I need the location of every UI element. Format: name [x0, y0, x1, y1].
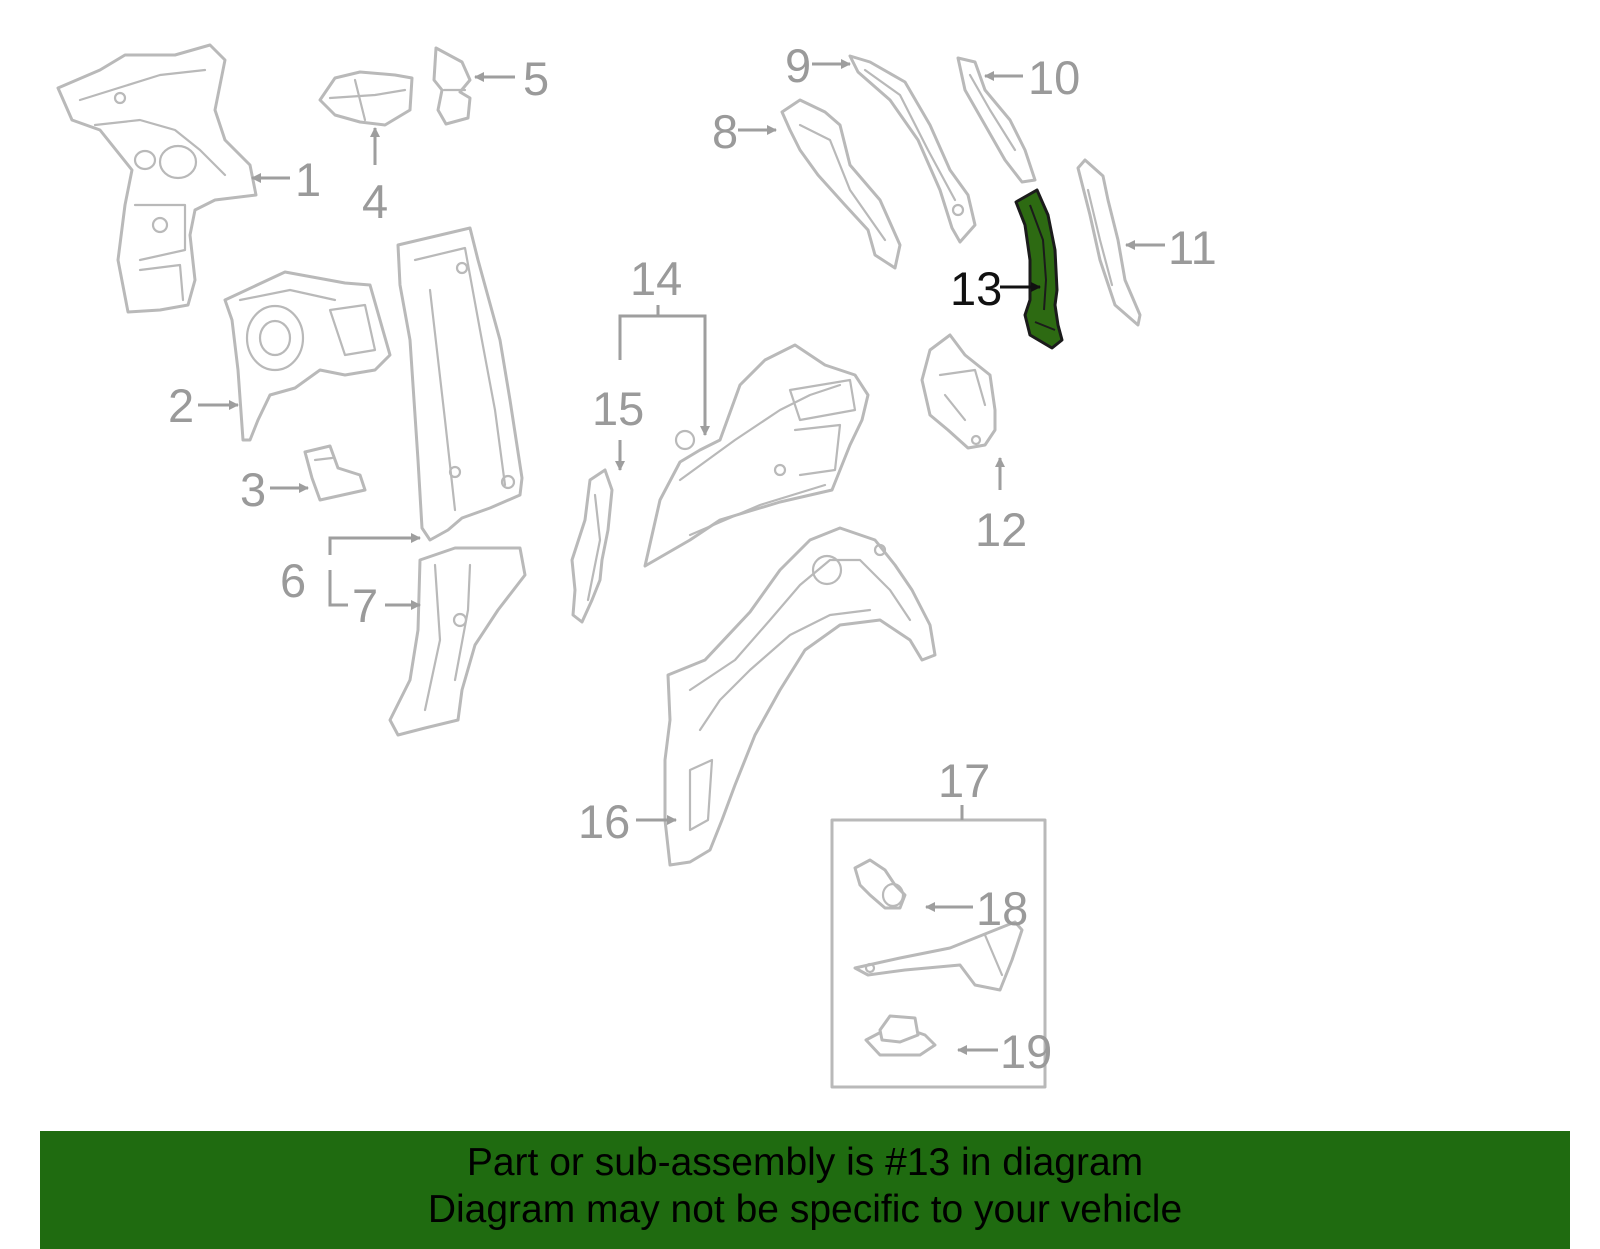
label-11: 11 — [1168, 221, 1217, 274]
label-12: 12 — [975, 503, 1027, 556]
label-2: 2 — [168, 379, 194, 432]
label-4: 4 — [362, 175, 388, 228]
part-4-bracket[interactable] — [318, 70, 414, 127]
leader-lines — [198, 59, 1165, 1055]
part-1-inner-panel[interactable] — [56, 43, 258, 314]
label-5: 5 — [523, 52, 549, 105]
banner-line-1: Part or sub-assembly is #13 in diagram — [466, 1141, 1144, 1184]
part-12-bracket[interactable] — [920, 333, 997, 450]
part-16-wheelhouse-outer[interactable] — [663, 526, 937, 867]
info-banner: Part or sub-assembly is #13 in diagram D… — [40, 1131, 1570, 1249]
label-9: 9 — [785, 39, 811, 92]
label-8: 8 — [712, 105, 738, 158]
label-3: 3 — [240, 463, 266, 516]
callout-labels: 1 2 3 4 5 6 7 8 9 10 11 12 13 14 15 16 1… — [168, 39, 1217, 1078]
part-18-clip[interactable] — [853, 858, 907, 910]
part-5-bracket[interactable] — [432, 46, 472, 126]
label-10: 10 — [1028, 51, 1080, 104]
banner-line-2: Diagram may not be specific to your vehi… — [427, 1188, 1183, 1231]
part-2-panel[interactable] — [223, 270, 392, 442]
part-10-rail[interactable] — [956, 56, 1037, 184]
part-17-bracket[interactable] — [853, 920, 1024, 992]
part-9-rail[interactable] — [848, 54, 977, 244]
part-7-pillar-lower[interactable] — [388, 546, 527, 737]
label-18: 18 — [976, 882, 1028, 935]
label-19: 19 — [1000, 1025, 1052, 1078]
part-15-reinforcement[interactable] — [570, 468, 614, 624]
label-16: 16 — [578, 795, 630, 848]
part-8-reinforcement[interactable] — [780, 98, 902, 270]
label-1: 1 — [295, 153, 321, 206]
part-19-clip[interactable] — [864, 1014, 937, 1057]
label-14: 14 — [630, 252, 682, 305]
part-11-panel[interactable] — [1076, 158, 1142, 327]
label-17: 17 — [938, 754, 990, 807]
part-6-pillar[interactable] — [396, 226, 524, 542]
label-15: 15 — [592, 382, 644, 435]
leader-14 — [618, 314, 710, 436]
leader-6-lower — [328, 570, 348, 607]
leader-6-bracket — [328, 533, 421, 555]
part-3-bracket[interactable] — [303, 444, 367, 502]
label-13: 13 — [950, 262, 1002, 315]
part-14-quarter-inner[interactable] — [643, 343, 870, 568]
part-13-highlighted-reinforcement[interactable] — [1014, 188, 1064, 350]
label-7: 7 — [352, 579, 378, 632]
label-6: 6 — [280, 554, 306, 607]
